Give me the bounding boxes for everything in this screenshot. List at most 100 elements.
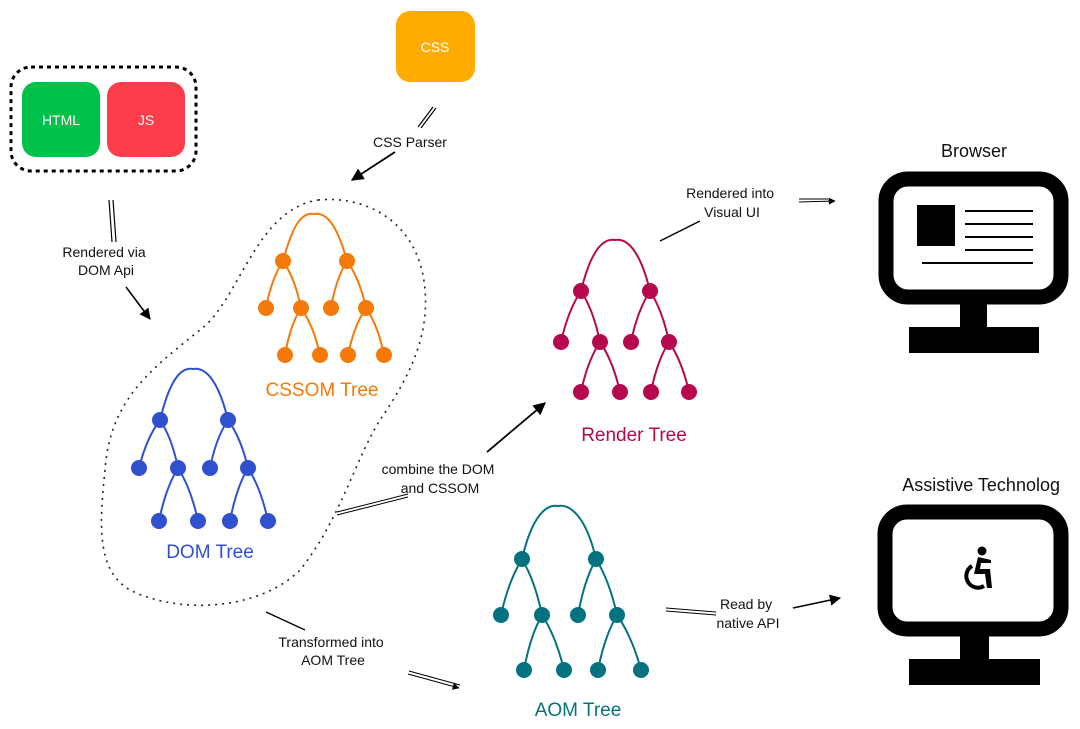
tree-edge [577, 558, 597, 616]
edge-label-read-by: Read by native API [716, 596, 779, 631]
html-label: HTML [42, 112, 80, 128]
tree-node [277, 347, 293, 363]
tree-node [260, 513, 276, 529]
tree-edge [159, 367, 229, 421]
tree-node [592, 334, 608, 350]
tree-node [590, 662, 606, 678]
source-group-html-js: HTML JS [9, 65, 198, 173]
tree-node [516, 662, 532, 678]
edge-read-by-native-api: Read by native API [665, 594, 842, 631]
aom-tree [493, 504, 649, 678]
tree-node [623, 334, 639, 350]
tree-node [222, 513, 238, 529]
edge-rendered-via-dom-api: Rendered via DOM Api [62, 199, 151, 320]
tree-node [151, 513, 167, 529]
tree-edge [177, 467, 199, 522]
tree-edge [541, 614, 565, 671]
tree-edge [500, 558, 523, 616]
edge-rendered-into-visual-ui: Rendered into Visual UI [659, 185, 836, 242]
browser-page-icon [917, 205, 1033, 264]
aom-tree-label: AOM Tree [535, 700, 622, 721]
tree-edge [247, 467, 269, 522]
tree-node [553, 334, 569, 350]
tree-node [514, 551, 530, 567]
tree-edge [282, 212, 348, 262]
js-box[interactable]: JS [107, 82, 185, 157]
edge-label-combine: combine the DOM and CSSOM [382, 461, 499, 496]
tree-edge [580, 341, 601, 393]
assistive-technology-title: Assistive Technolog [902, 475, 1060, 495]
cssom-tree-label: CSSOM Tree [266, 380, 379, 401]
tree-node [612, 384, 628, 400]
assistive-technology-device: Assistive Technolog [877, 475, 1069, 685]
tree-node [275, 253, 291, 269]
tree-node [323, 300, 339, 316]
edge-transformed-into-aom: Transformed into AOM Tree [265, 611, 461, 690]
edge-label-css-parser: CSS Parser [373, 134, 447, 150]
tree-edge [668, 341, 690, 393]
tree-node [643, 384, 659, 400]
monitor-icon [878, 171, 1069, 353]
tree-node [633, 662, 649, 678]
tree-node [573, 384, 589, 400]
render-tree-label: Render Tree [581, 425, 687, 446]
tree-node [493, 607, 509, 623]
tree-edge [597, 614, 618, 671]
css-box[interactable]: CSS [396, 11, 475, 82]
tree-node [661, 334, 677, 350]
tree-edge [649, 290, 670, 343]
browser-device: Browser [878, 141, 1069, 353]
edge-combine-dom-cssom: combine the DOM and CSSOM [336, 402, 546, 516]
dom-cssom-group-outline [100, 198, 427, 607]
tree-node [609, 607, 625, 623]
tree-node [258, 300, 274, 316]
tree-edge [580, 290, 601, 343]
tree-node [240, 460, 256, 476]
html-js-dashed-group [9, 65, 198, 173]
tree-node [570, 607, 586, 623]
tree-node [152, 412, 168, 428]
edge-label-rendered-into: Rendered into Visual UI [686, 185, 778, 220]
tree-edge [158, 467, 179, 522]
tree-node [170, 460, 186, 476]
tree-node [556, 662, 572, 678]
tree-edge [630, 290, 651, 343]
tree-node [131, 460, 147, 476]
tree-node [339, 253, 355, 269]
tree-edge [523, 614, 543, 671]
browser-title: Browser [941, 141, 1007, 161]
render-tree [553, 238, 697, 400]
tree-node [573, 283, 589, 299]
tree-edge [521, 558, 543, 616]
cssom-tree [258, 212, 392, 363]
tree-edge [560, 290, 582, 343]
tree-edge [580, 238, 651, 292]
edge-css-parser: CSS Parser [350, 106, 447, 181]
tree-node [681, 384, 697, 400]
tree-edge [616, 614, 642, 671]
tree-edge [599, 341, 621, 393]
tree-node [642, 283, 658, 299]
css-label: CSS [421, 39, 450, 55]
tree-node [220, 412, 236, 428]
tree-node [376, 347, 392, 363]
tree-node [340, 347, 356, 363]
dom-tree-label: DOM Tree [166, 542, 254, 563]
tree-node [190, 513, 206, 529]
dom-tree [131, 367, 276, 529]
tree-node [312, 347, 328, 363]
tree-node [534, 607, 550, 623]
monitor-icon [877, 504, 1069, 685]
tree-node [358, 300, 374, 316]
html-box[interactable]: HTML [22, 82, 100, 157]
tree-node [202, 460, 218, 476]
tree-edge [229, 467, 249, 522]
tree-node [293, 300, 309, 316]
edge-label-rendered-via: Rendered via DOM Api [62, 244, 149, 278]
tree-edge [595, 558, 618, 616]
tree-edge [521, 504, 597, 560]
wheelchair-icon [964, 546, 992, 590]
tree-node [588, 551, 604, 567]
js-label: JS [138, 112, 154, 128]
